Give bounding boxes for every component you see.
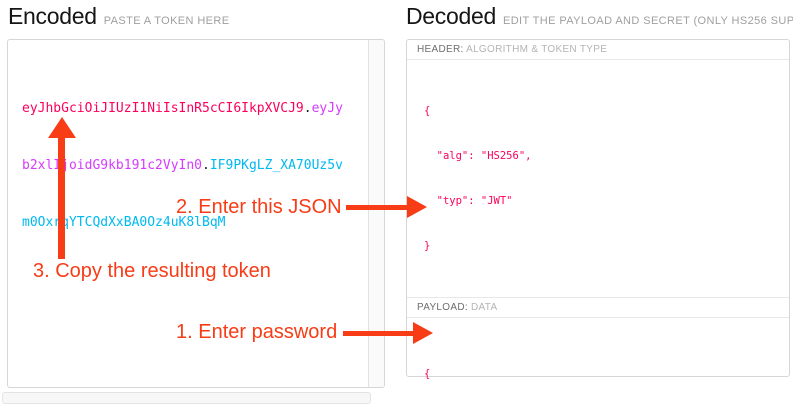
annotation-step1-arrow-head-icon [413,322,433,344]
annotation-step3-text: 3. Copy the resulting token [33,260,271,282]
annotation-step2-text: 2. Enter this JSON [176,196,342,218]
header-code-line: { [424,105,431,117]
annotation-step1-arrow-shaft [343,331,413,336]
header-label-muted: ALGORITHM & TOKEN TYPE [466,44,608,55]
token-signature-segment-a: IF9PKgLZ_XA70Uz5v [209,158,343,173]
decoded-title: Decoded [406,3,496,29]
encoded-title: Encoded [8,3,97,29]
token-payload-segment-a: eyJy [311,101,343,116]
token-signature-segment-b: m0OxrqYTCQdXxBA0Oz4uK8lBqM [22,215,226,230]
header-code-line: "alg": "HS256", [424,150,532,162]
header-code-line: } [424,240,431,252]
jwt-token-text: eyJhbGciOiJIUzI1NiIsInR5cCI6IkpXVCJ9.eyJ… [22,61,343,270]
token-line-3: m0OxrqYTCQdXxBA0Oz4uK8lBqM [22,213,343,232]
header-section-label: HEADER: ALGORITHM & TOKEN TYPE [407,40,789,60]
decoded-payload-editor[interactable]: { "role": "todo_user" } [407,318,789,411]
encoded-subtitle: PASTE A TOKEN HERE [103,15,230,27]
annotation-step2-arrow-head-icon [407,196,427,218]
payload-open-brace: { [424,368,431,380]
annotation-step2-arrow-shaft [346,205,408,210]
token-line-1: eyJhbGciOiJIUzI1NiIsInR5cCI6IkpXVCJ9.eyJ… [22,99,343,118]
header-label-strong: HEADER: [417,44,464,55]
token-separator-dot-2: . [202,158,210,173]
decoded-panel-title: Decoded EDIT THE PAYLOAD AND SECRET (ONLY… [406,3,793,30]
annotation-step1-text: 1. Enter password [176,321,338,343]
decoded-subtitle: EDIT THE PAYLOAD AND SECRET (ONLY HS256 … [502,15,793,27]
payload-section-label: PAYLOAD: DATA [407,298,789,318]
token-payload-segment-b: b2xlIjoidG9kb191c2VyIn0 [22,158,203,173]
payload-label-strong: PAYLOAD: [417,302,468,313]
header-code-line: "typ": "JWT" [424,195,513,207]
encoded-panel-title: Encoded PASTE A TOKEN HERE [8,3,230,30]
token-separator-dot-1: . [303,101,312,116]
token-line-2: b2xlIjoidG9kb191c2VyIn0.IF9PKgLZ_XA70Uz5… [22,156,343,175]
encoded-footer-bar [2,392,371,404]
decoded-panel: HEADER: ALGORITHM & TOKEN TYPE { "alg": … [406,39,790,380]
decoded-header-editor[interactable]: { "alg": "HS256", "typ": "JWT" } [407,60,789,298]
annotation-step3-arrow-head-icon [48,117,76,138]
encoded-token-textarea[interactable]: eyJhbGciOiJIUzI1NiIsInR5cCI6IkpXVCJ9.eyJ… [7,39,385,388]
payload-label-muted: DATA [471,302,498,313]
encoded-scrollbar-track[interactable] [368,40,384,387]
annotation-step3-arrow-shaft [58,136,65,259]
token-header-segment: eyJhbGciOiJIUzI1NiIsInR5cCI6IkpXVCJ9 [22,101,304,116]
